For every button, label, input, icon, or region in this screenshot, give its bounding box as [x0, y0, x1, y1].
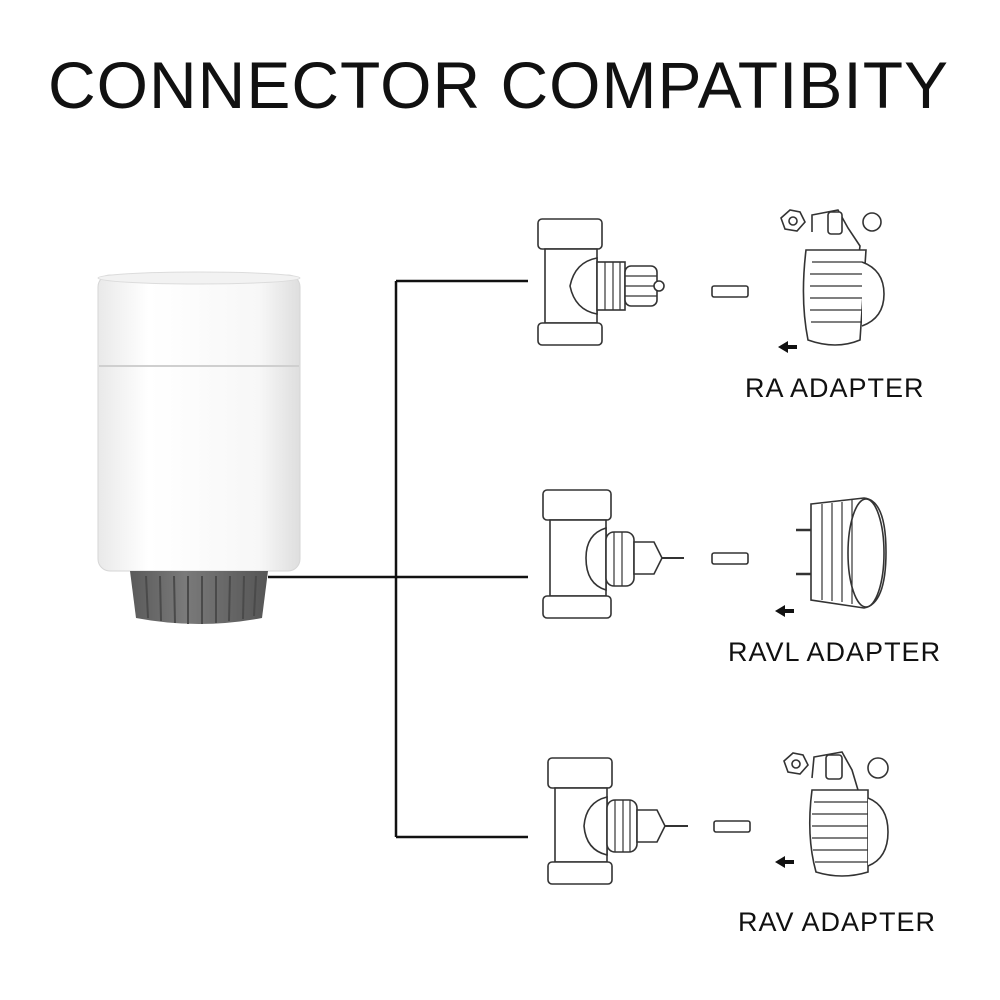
pin-2-icon [711, 552, 749, 565]
direction-arrow-2-icon [775, 605, 794, 617]
thermostat-actuator-icon [97, 271, 301, 624]
valve-body-1-icon [537, 218, 665, 346]
rav-adapter-label: RAV ADAPTER [738, 907, 937, 937]
valve-body-3-icon [547, 757, 688, 885]
ravl-adapter-icon [796, 497, 887, 609]
page-title: CONNECTOR COMPATIBITY [48, 48, 950, 122]
pin-1-icon [711, 285, 749, 298]
ra-adapter-icon [780, 209, 885, 346]
direction-arrow-1-icon [778, 341, 797, 353]
valve-body-2-icon [542, 489, 684, 619]
ra-adapter-label: RA ADAPTER [745, 373, 925, 403]
connector-lines [268, 279, 528, 839]
rav-adapter-icon [783, 751, 889, 877]
pin-3-icon [713, 820, 751, 833]
direction-arrow-3-icon [775, 856, 794, 868]
ravl-adapter-label: RAVL ADAPTER [728, 637, 942, 667]
